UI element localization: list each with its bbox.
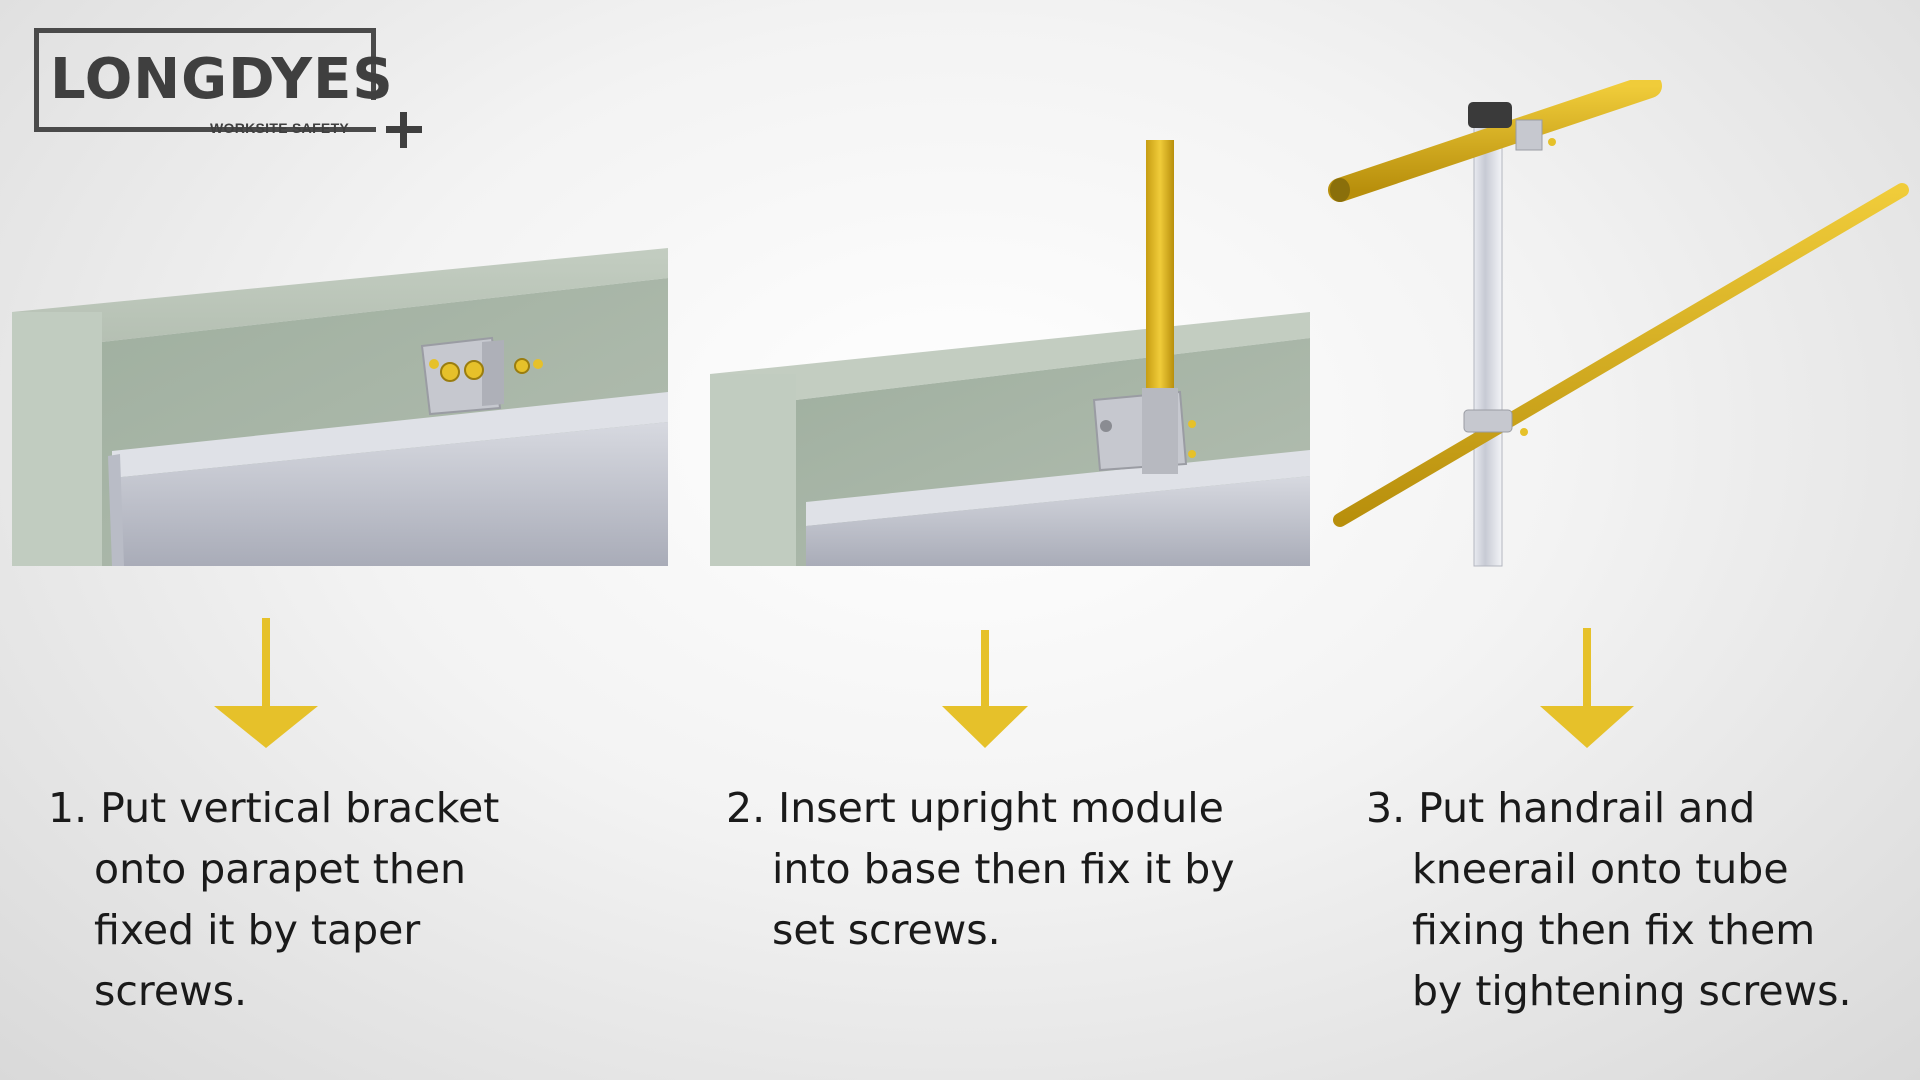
tube-fixing-top [1468,102,1556,151]
longdyes-logo: LONGDYES WORKSITE SAFETY [34,28,422,148]
base-bracket [1092,388,1196,474]
vertical-bracket [420,336,543,416]
step-3-line: kneerail onto tube [1412,845,1789,893]
logo-brand-text: LONGDYES [50,47,394,112]
step-3-line: 3. Put handrail and [1366,784,1756,832]
step-1-line: onto parapet then [94,845,467,893]
step-2-line: set screws. [772,906,1001,954]
logo-frame [34,28,376,132]
tube-fixing-bottom [1463,409,1528,436]
step-1-line: screws. [94,967,248,1015]
step-2-line: 2. Insert upright module [726,784,1224,832]
step-3-text: 3. Put handrail and kneerail onto tube f… [1366,778,1852,1022]
plus-icon [386,112,422,148]
arrow-down-icon-3 [1540,628,1634,748]
logo-frame-right [371,28,376,100]
step3-illustration [1328,80,1909,567]
upright-tube [1473,103,1503,567]
step-2-text: 2. Insert upright module into base then … [726,778,1235,961]
arrow-down-icon-2 [942,630,1028,748]
step-2-line: into base then fix it by [772,845,1235,893]
upright-post [1146,140,1174,402]
step-1-line: fixed it by taper [94,906,421,954]
step-3-line: by tightening screws. [1412,967,1852,1015]
logo-tagline: WORKSITE SAFETY [210,120,350,136]
step1-illustration [12,248,668,566]
step2-illustration [710,140,1310,566]
kneerail [1333,183,1909,527]
handrail [1328,80,1662,202]
step-1-line: 1. Put vertical bracket [48,784,500,832]
arrow-down-icon-1 [214,618,318,748]
step-1-text: 1. Put vertical bracket onto parapet the… [48,778,499,1022]
step-3-line: fixing then fix them [1412,906,1816,954]
